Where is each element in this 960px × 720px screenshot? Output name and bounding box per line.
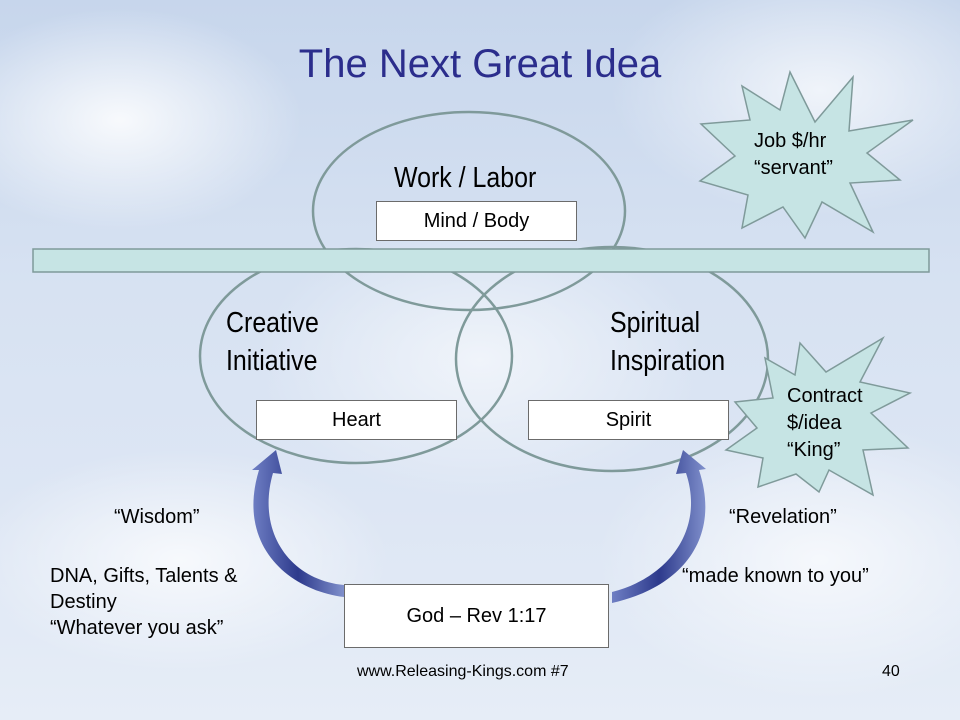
page-number: 40 — [882, 663, 900, 680]
starburst-job — [698, 69, 914, 240]
dna-gifts-text: DNA, Gifts, Talents & Destiny “Whatever … — [50, 563, 237, 641]
wisdom-quote: “Wisdom” — [114, 506, 200, 528]
heart-label: Heart — [332, 408, 381, 431]
creative-heading-line1: Creative — [226, 307, 319, 339]
contract-burst-line2: $/idea — [787, 412, 842, 434]
footer-source: www.Releasing-Kings.com #7 — [357, 663, 569, 680]
contract-burst-text: Contract $/idea “King” — [787, 383, 863, 464]
contract-burst-line3: “King” — [787, 439, 841, 461]
curved-arrow-left — [252, 450, 344, 597]
mind-body-box: Mind / Body — [376, 201, 577, 241]
spiritual-heading-line1: Spiritual — [610, 307, 701, 339]
creative-initiative-heading: Creative Initiative — [226, 304, 319, 380]
made-known-text: “made known to you” — [682, 565, 869, 587]
divider-bar — [32, 248, 930, 273]
mind-body-label: Mind / Body — [423, 209, 530, 232]
spirit-box: Spirit — [528, 400, 729, 440]
spirit-label: Spirit — [605, 408, 652, 431]
heart-box: Heart — [256, 400, 457, 440]
slide-title: The Next Great Idea — [298, 42, 662, 86]
creative-heading-line2: Initiative — [226, 345, 318, 377]
dna-gifts-line3: “Whatever you ask” — [50, 617, 224, 639]
job-burst-text: Job $/hr “servant” — [754, 128, 833, 182]
revelation-quote: “Revelation” — [729, 506, 837, 528]
god-label: God – Rev 1:17 — [406, 604, 547, 627]
starburst-contract — [724, 335, 913, 497]
work-labor-heading: Work / Labor — [394, 162, 537, 194]
contract-burst-line1: Contract — [787, 385, 863, 407]
job-burst-line2: “servant” — [754, 157, 833, 179]
dna-gifts-line2: Destiny — [50, 591, 117, 613]
spiritual-heading-line2: Inspiration — [610, 345, 726, 377]
spiritual-inspiration-heading: Spiritual Inspiration — [610, 304, 725, 380]
circle-work-labor — [311, 110, 627, 312]
curved-arrow-right — [612, 450, 706, 603]
dna-gifts-line1: DNA, Gifts, Talents & — [50, 565, 238, 587]
job-burst-line1: Job $/hr — [754, 130, 827, 152]
god-box: God – Rev 1:17 — [344, 584, 609, 648]
